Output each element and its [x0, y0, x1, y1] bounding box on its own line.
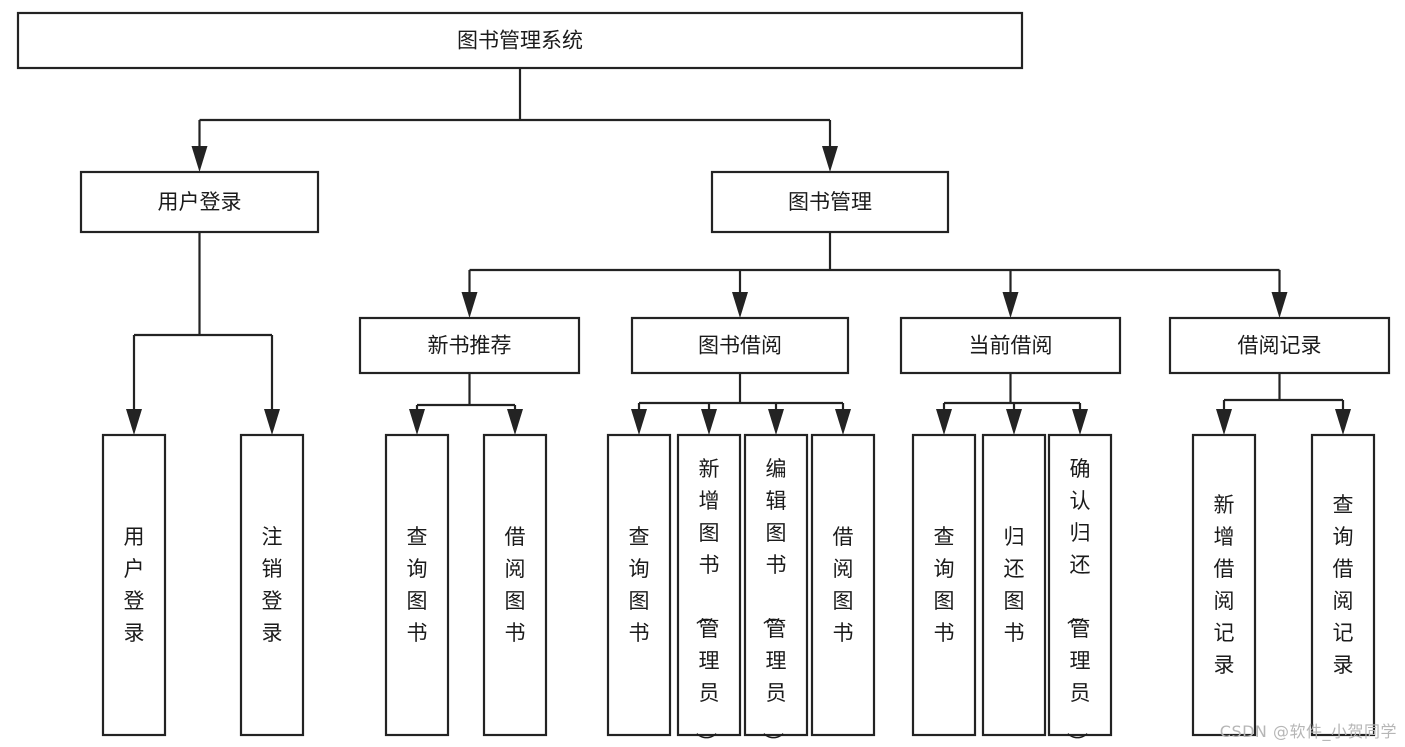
node-label-borrow: 图书借阅: [698, 334, 782, 358]
node-bookmgmt[interactable]: 图书管理: [710, 170, 950, 234]
node-label-leaf-add-record: 新增借阅记录: [1214, 493, 1235, 677]
node-leaf-borrow-book-2[interactable]: 借阅图书: [810, 433, 876, 737]
node-label-records: 借阅记录: [1238, 334, 1322, 358]
node-label-leaf-edit-book: 编辑图书（管理员）: [761, 457, 787, 747]
node-box-leaf-borrow-book-1[interactable]: [482, 433, 548, 737]
node-label-leaf-add-book: 新增图书（管理员）: [694, 457, 720, 747]
node-box-leaf-query-book-1[interactable]: [384, 433, 450, 737]
node-box-leaf-query-record[interactable]: [1310, 433, 1376, 737]
node-label-leaf-user-logout: 注销登录: [262, 525, 283, 645]
node-label-leaf-confirm-return: 确认归还（管理员）: [1065, 457, 1091, 747]
node-label-leaf-borrow-book-1: 借阅图书: [505, 525, 526, 645]
node-leaf-query-book-2[interactable]: 查询图书: [606, 433, 672, 737]
node-borrow[interactable]: 图书借阅: [630, 316, 850, 375]
node-box-root[interactable]: [16, 11, 1024, 70]
node-leaf-borrow-book-1[interactable]: 借阅图书: [482, 433, 548, 737]
connector-current: [936, 373, 1088, 435]
node-box-newbook[interactable]: [358, 316, 581, 375]
node-box-leaf-return-book[interactable]: [981, 433, 1047, 737]
node-leaf-user-logout[interactable]: 注销登录: [239, 433, 305, 737]
node-leaf-query-book-1[interactable]: 查询图书: [384, 433, 450, 737]
node-leaf-edit-book[interactable]: 编辑图书（管理员）: [743, 433, 809, 747]
node-box-borrow[interactable]: [630, 316, 850, 375]
node-leaf-return-book[interactable]: 归还图书: [981, 433, 1047, 737]
connector-records: [1216, 373, 1351, 435]
node-label-current: 当前借阅: [969, 334, 1053, 358]
node-box-leaf-borrow-book-2[interactable]: [810, 433, 876, 737]
node-label-leaf-user-login: 用户登录: [124, 525, 145, 645]
node-label-leaf-query-book-1: 查询图书: [407, 525, 428, 645]
node-box-leaf-confirm-return[interactable]: [1047, 433, 1113, 737]
node-box-leaf-add-record[interactable]: [1191, 433, 1257, 737]
node-box-leaf-query-book-3[interactable]: [911, 433, 977, 737]
node-label-leaf-return-book: 归还图书: [1004, 525, 1025, 645]
connector-newbook: [409, 373, 523, 435]
node-label-leaf-query-book-2: 查询图书: [629, 525, 650, 645]
node-box-login[interactable]: [79, 170, 320, 234]
node-leaf-confirm-return[interactable]: 确认归还（管理员）: [1047, 433, 1113, 747]
node-box-leaf-query-book-2[interactable]: [606, 433, 672, 737]
node-box-records[interactable]: [1168, 316, 1391, 375]
node-newbook[interactable]: 新书推荐: [358, 316, 581, 375]
connector-login: [126, 232, 280, 435]
node-records[interactable]: 借阅记录: [1168, 316, 1391, 375]
node-box-leaf-user-logout[interactable]: [239, 433, 305, 737]
node-box-leaf-edit-book[interactable]: [743, 433, 809, 737]
csdn-watermark: CSDN @软件_小贺同学: [1219, 722, 1397, 741]
node-label-leaf-borrow-book-2: 借阅图书: [833, 525, 854, 645]
node-box-bookmgmt[interactable]: [710, 170, 950, 234]
connector-layer: [126, 68, 1351, 435]
node-layer: 图书管理系统用户登录图书管理新书推荐图书借阅当前借阅借阅记录用户登录注销登录查询…: [16, 11, 1391, 747]
node-label-bookmgmt: 图书管理: [788, 190, 872, 214]
node-box-leaf-user-login[interactable]: [101, 433, 167, 737]
node-login[interactable]: 用户登录: [79, 170, 320, 234]
node-current[interactable]: 当前借阅: [899, 316, 1122, 375]
node-label-root: 图书管理系统: [457, 29, 583, 53]
node-label-leaf-query-book-3: 查询图书: [934, 525, 955, 645]
connector-root: [191, 68, 838, 172]
node-leaf-query-record[interactable]: 查询借阅记录: [1310, 433, 1376, 737]
node-label-newbook: 新书推荐: [428, 334, 512, 358]
node-leaf-user-login[interactable]: 用户登录: [101, 433, 167, 737]
node-box-leaf-add-book[interactable]: [676, 433, 742, 737]
node-box-current[interactable]: [899, 316, 1122, 375]
node-leaf-add-record[interactable]: 新增借阅记录: [1191, 433, 1257, 737]
connector-borrow: [631, 373, 851, 435]
node-label-login: 用户登录: [158, 190, 242, 214]
node-label-leaf-query-record: 查询借阅记录: [1333, 493, 1354, 677]
node-root[interactable]: 图书管理系统: [16, 11, 1024, 70]
connector-bookmgmt: [461, 232, 1288, 318]
node-leaf-query-book-3[interactable]: 查询图书: [911, 433, 977, 737]
node-leaf-add-book[interactable]: 新增图书（管理员）: [676, 433, 742, 747]
